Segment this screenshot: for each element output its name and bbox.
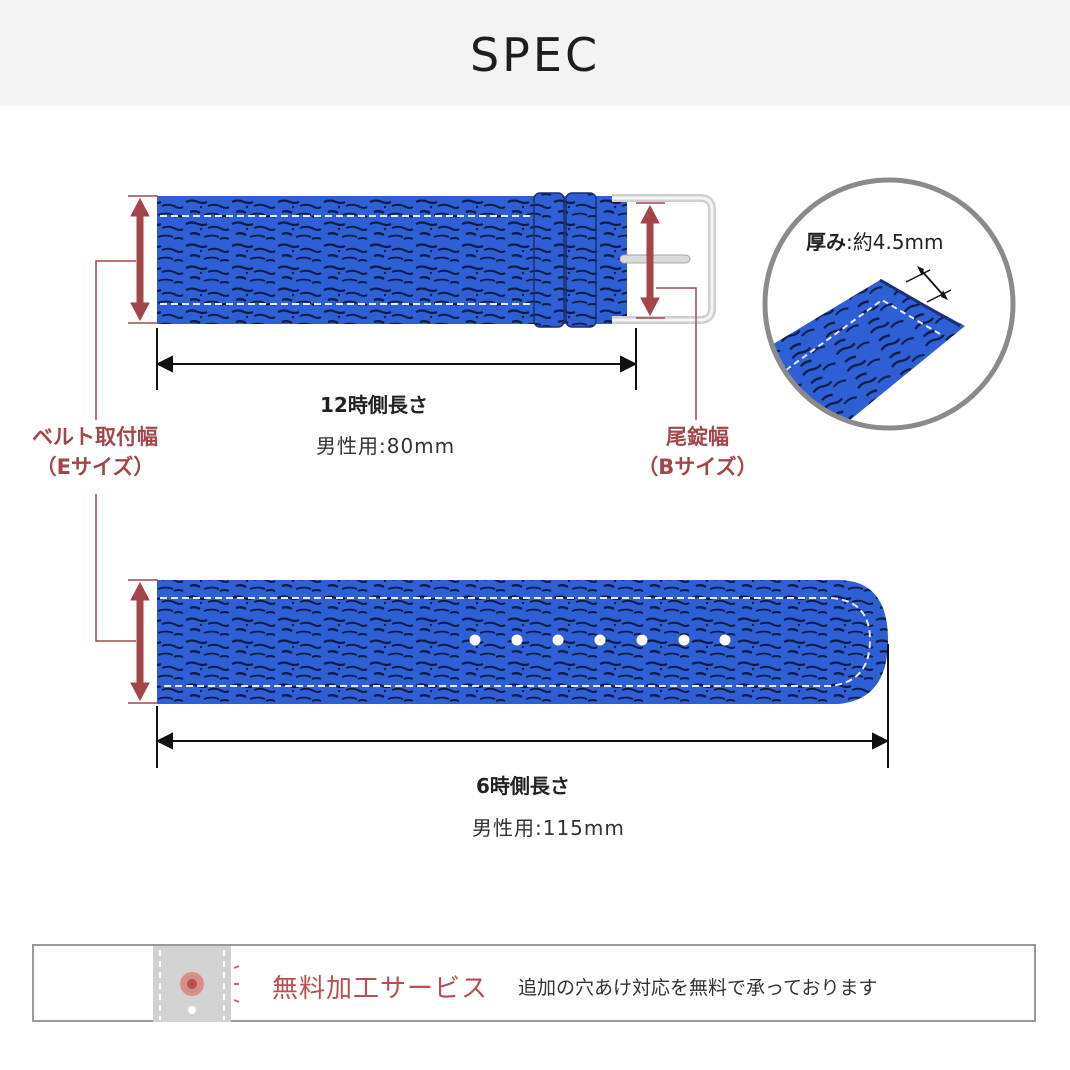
thickness-label: 厚み:約4.5mm (806, 226, 944, 255)
strap-hole (636, 634, 648, 646)
lower-strap (157, 580, 888, 704)
strap-hole (469, 634, 481, 646)
lug-width-title: ベルト取付幅 (32, 425, 158, 449)
strap-holes (469, 634, 731, 646)
thickness-title: 厚み (806, 230, 846, 254)
lower-length-label: 6時側長さ (476, 774, 570, 798)
header-bar: SPEC (0, 0, 1070, 106)
lower-length-value: 男性用:115mm (472, 816, 625, 840)
service-title: 無料加工サービス (272, 974, 489, 1004)
service-description: 追加の穴あけ対応を無料で承っております (518, 977, 878, 999)
upper-length-value: 男性用:80mm (316, 434, 456, 458)
buckle-width-size: （Bサイズ） (637, 455, 758, 479)
upper-length-label: 12時側長さ (320, 393, 428, 417)
strap-hole (552, 634, 564, 646)
strap-hole (719, 634, 731, 646)
lug-width-label: ベルト取付幅 （Eサイズ） (20, 422, 170, 482)
strap-hole (511, 634, 523, 646)
buckle-width-label: 尾錠幅 （Bサイズ） (630, 422, 765, 482)
thickness-detail (762, 177, 1016, 431)
length-dimensions (155, 328, 890, 768)
strap-hole (594, 634, 606, 646)
page-title: SPEC (469, 28, 601, 82)
buckle-width-title: 尾錠幅 (666, 425, 729, 449)
thickness-value: :約4.5mm (846, 230, 944, 254)
service-banner: 無料加工サービス 追加の穴あけ対応を無料で承っております (32, 944, 1036, 1022)
width-dimensions (95, 195, 697, 704)
upper-strap (157, 192, 716, 328)
hole-punch-icon (153, 946, 240, 1022)
strap-hole (678, 634, 690, 646)
lug-width-size: （Eサイズ） (35, 455, 155, 479)
